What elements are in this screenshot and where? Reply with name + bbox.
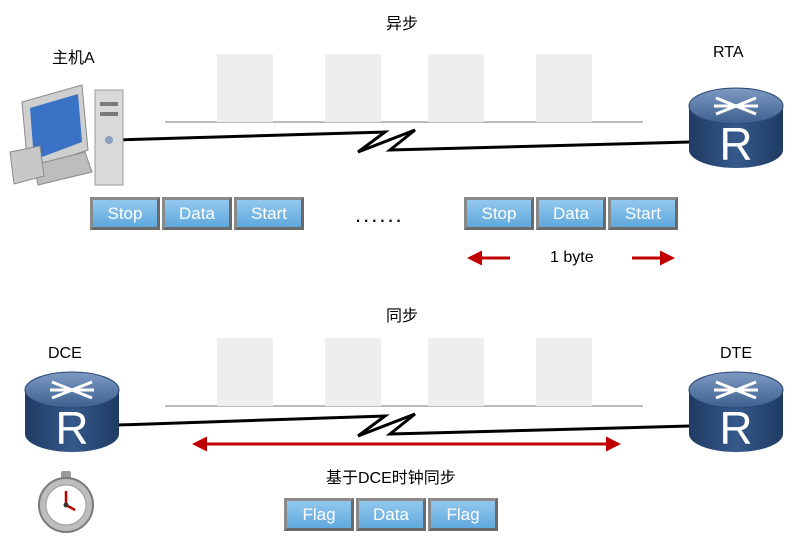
async-frame-right: Stop Data Start [464, 197, 680, 230]
async-pulse-train [165, 54, 643, 123]
frame-cell-data: Data [356, 498, 426, 531]
dce-label: DCE [48, 345, 82, 362]
async-pulse-2 [325, 54, 381, 122]
frame-cell-flag: Flag [284, 498, 354, 531]
frame-cell-start: Start [608, 197, 678, 230]
rta-label: RTA [713, 44, 744, 61]
frame-cell-flag: Flag [428, 498, 498, 531]
sync-pulse-4 [536, 338, 592, 406]
async-pulse-4 [536, 54, 592, 122]
frame-cell-data: Data [536, 197, 606, 230]
async-pulse-3 [428, 54, 484, 122]
clock-sync-note: 基于DCE时钟同步 [326, 470, 456, 487]
sync-frame: Flag Data Flag [284, 498, 500, 531]
sync-title: 同步 [386, 308, 419, 325]
async-serial-link [114, 128, 691, 154]
byte-label: 1 byte [550, 249, 594, 266]
sync-pulse-2 [325, 338, 381, 406]
sync-pulse-3 [428, 338, 484, 406]
async-pulse-1 [217, 54, 273, 122]
sync-pulse-train [165, 338, 643, 407]
dte-label: DTE [720, 345, 752, 362]
host-label: 主机A [52, 50, 95, 67]
sync-pulse-1 [217, 338, 273, 406]
computer-icon [9, 84, 124, 186]
async-frame-left: Stop Data Start [90, 197, 306, 230]
async-title: 异步 [386, 16, 419, 33]
router-icon-rta [687, 86, 785, 172]
frame-cell-start: Start [234, 197, 304, 230]
sync-serial-link [117, 412, 691, 438]
frame-cell-data: Data [162, 197, 232, 230]
stopwatch-icon [38, 471, 94, 533]
ellipsis: ...... [355, 202, 404, 227]
router-icon-dte [687, 370, 785, 456]
frame-cell-stop: Stop [464, 197, 534, 230]
router-icon-dce [23, 370, 121, 456]
frame-cell-stop: Stop [90, 197, 160, 230]
